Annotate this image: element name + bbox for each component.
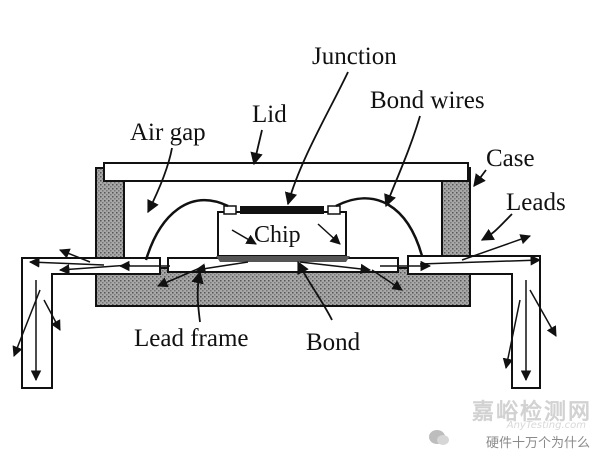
- leader-lines: [147, 71, 513, 323]
- watermark-title: 嘉峪检测网: [471, 400, 592, 425]
- label-chip: Chip: [254, 222, 301, 248]
- bond-pad-left: [223, 205, 237, 215]
- label-lid: Lid: [252, 101, 287, 128]
- heat-flow-arrows: [12, 223, 557, 382]
- label-bond: Bond: [306, 329, 361, 356]
- bond-pad-right: [327, 205, 341, 215]
- watermark-account: 硬件十万个为什么: [485, 436, 590, 451]
- junction: [240, 206, 324, 214]
- label-air-gap: Air gap: [130, 119, 206, 146]
- wechat-icon: [429, 430, 449, 445]
- label-bond-wires: Bond wires: [370, 87, 485, 114]
- label-junction: Junction: [312, 43, 397, 70]
- lid: [103, 162, 469, 182]
- label-case: Case: [486, 145, 535, 172]
- bond: [216, 256, 350, 262]
- label-lead-frame: Lead frame: [134, 325, 249, 352]
- label-leads: Leads: [506, 189, 566, 216]
- watermark-site: AnyTesting.com: [506, 420, 586, 431]
